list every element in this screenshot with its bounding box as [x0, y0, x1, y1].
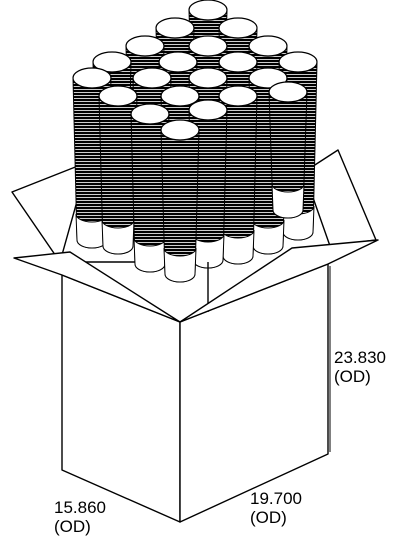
right-front-flap	[179, 239, 379, 323]
width-dimension-label: 19.700 (OD)	[250, 489, 302, 527]
cup-rim	[188, 99, 228, 121]
carton-body	[61, 262, 329, 523]
cup-rim	[160, 85, 200, 107]
depth-qualifier: (OD)	[54, 517, 91, 536]
carton-front-flaps	[13, 239, 379, 323]
cup-stack	[268, 81, 308, 219]
cup-base	[163, 247, 197, 283]
width-qualifier: (OD)	[250, 508, 287, 527]
carton-right-face	[179, 263, 329, 523]
height-value: 23.830	[334, 348, 386, 367]
cup-rim	[158, 51, 198, 73]
cup-rim	[188, 0, 228, 21]
cup-base	[271, 183, 305, 219]
depth-value: 15.860	[54, 498, 106, 517]
cup-rim	[278, 51, 318, 73]
cup-rim	[92, 51, 132, 73]
cup-rim	[130, 103, 170, 125]
cup-rim	[132, 67, 172, 89]
cup-stack	[160, 119, 200, 283]
height-dimension-label: 23.830 (OD)	[334, 348, 386, 386]
cup-stack	[130, 103, 170, 273]
cup-rim	[98, 85, 138, 107]
cup-rim	[155, 17, 195, 39]
cup-base	[191, 233, 225, 269]
cup-rim	[268, 81, 308, 103]
cup-stack	[218, 85, 258, 265]
width-value: 19.700	[250, 489, 302, 508]
cup-rim	[160, 119, 200, 141]
cup-base	[101, 219, 135, 255]
cup-base	[251, 219, 285, 255]
cup-stack	[98, 85, 138, 255]
cup-base	[221, 229, 255, 265]
height-qualifier: (OD)	[334, 367, 371, 386]
cup-rim	[125, 35, 165, 57]
cup-rim	[248, 67, 288, 89]
cup-rim	[218, 85, 258, 107]
cup-rim	[218, 17, 258, 39]
cup-rim	[72, 67, 112, 89]
cup-rim	[188, 67, 228, 89]
cup-stacks	[72, 0, 318, 283]
cup-rim	[248, 35, 288, 57]
depth-dimension-label: 15.860 (OD)	[54, 498, 106, 536]
cup-rim	[188, 35, 228, 57]
cup-rim	[218, 51, 258, 73]
